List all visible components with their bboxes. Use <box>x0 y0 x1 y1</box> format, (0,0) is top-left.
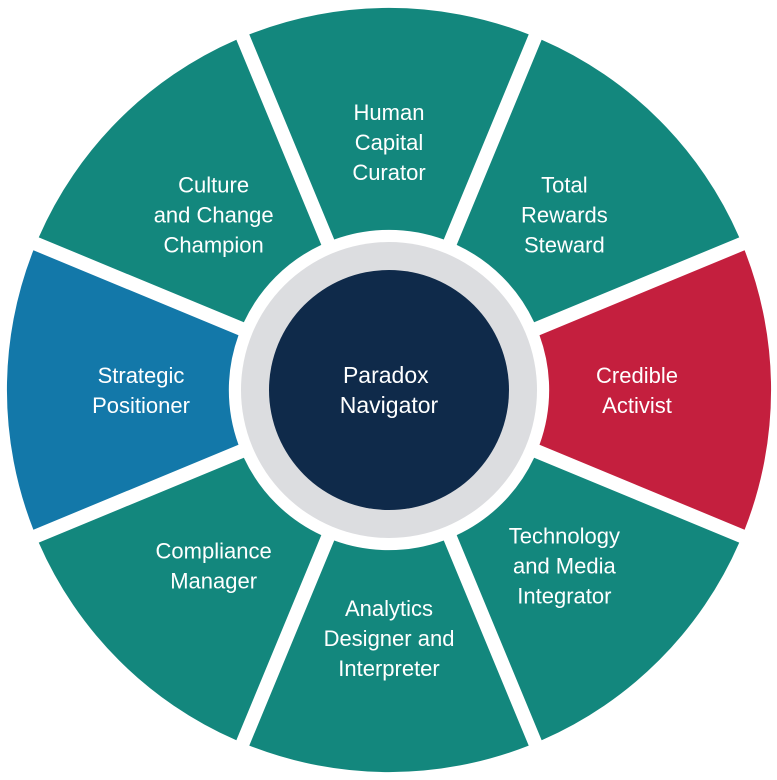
paradox-navigator-hub <box>269 270 509 510</box>
segment-label-line: Designer and <box>324 626 455 651</box>
segment-culture-and-change-champion <box>38 39 322 323</box>
segment-label-line: Integrator <box>517 583 611 608</box>
segment-label-line: Manager <box>170 568 257 593</box>
segment-label-line: Strategic <box>98 363 185 388</box>
segment-label-line: Positioner <box>92 393 190 418</box>
segment-label-line: Activist <box>602 393 672 418</box>
segment-label-line: Champion <box>163 233 263 258</box>
segment-label-line: Capital <box>355 130 423 155</box>
segment-total-rewards-steward <box>456 39 740 323</box>
segment-label-line: Credible <box>596 363 678 388</box>
segment-label-line: Rewards <box>521 203 608 228</box>
segment-label-line: and Change <box>154 203 274 228</box>
hub-label-line: Paradox <box>343 362 429 388</box>
segment-strategic-positioner <box>6 250 239 530</box>
segment-label-line: and Media <box>513 553 617 578</box>
segment-label-line: Interpreter <box>338 656 440 681</box>
hub-label: Paradox Navigator <box>340 362 439 418</box>
segment-label-line: Total <box>541 173 587 198</box>
segment-credible-activist <box>539 250 772 530</box>
segment-technology-and-media-integrator <box>456 457 740 741</box>
segment-human-capital-curator <box>249 7 529 240</box>
segment-label-line: Culture <box>178 173 249 198</box>
segment-compliance-manager <box>38 457 322 741</box>
segment-label-line: Human <box>354 100 425 125</box>
segment-label-line: Technology <box>509 523 620 548</box>
segment-label-line: Analytics <box>345 596 433 621</box>
segment-label-line: Compliance <box>156 538 272 563</box>
segment-analytics-designer-and-interpreter <box>249 540 529 773</box>
segment-label-line: Curator <box>352 160 425 185</box>
hub-label-line: Navigator <box>340 392 439 418</box>
segment-label-line: Steward <box>524 233 605 258</box>
